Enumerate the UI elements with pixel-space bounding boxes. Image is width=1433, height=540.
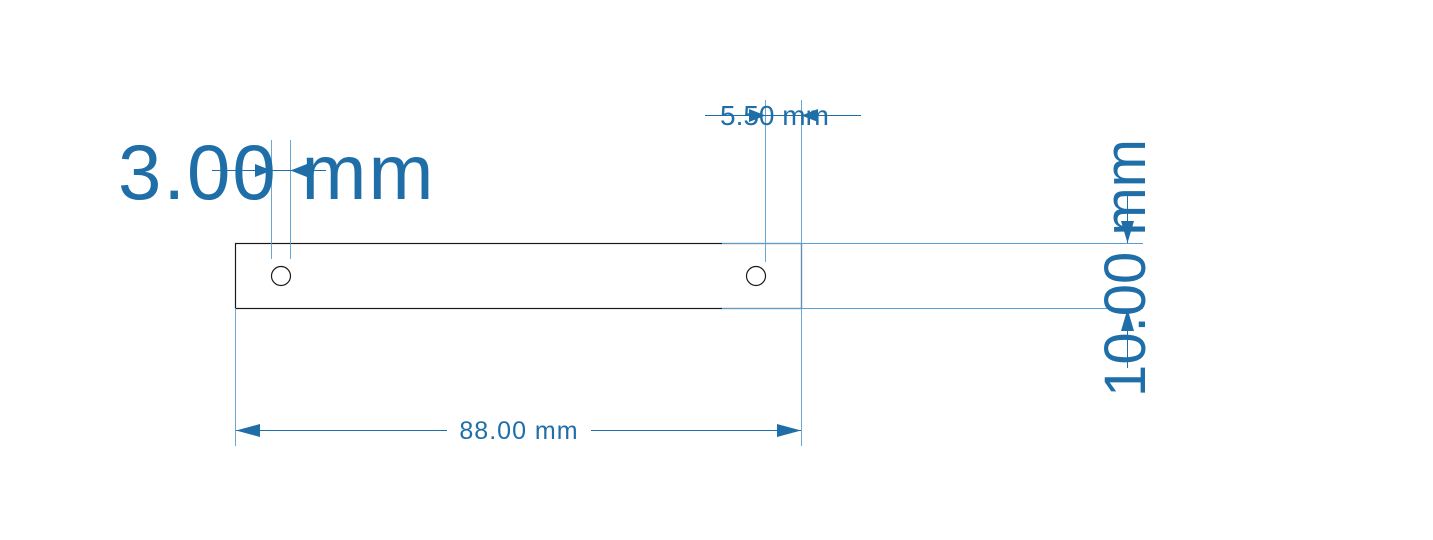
length-arrow-left (236, 424, 260, 437)
left-hole-label: 3.00 mm (118, 128, 435, 216)
length-arrow-right (777, 424, 801, 437)
right-mounting-hole (745, 265, 767, 287)
part (234, 242, 803, 310)
left-hole-arrow-inner (290, 164, 307, 177)
left-hole-dimension: 3.00 mm (118, 128, 435, 259)
right-hole-label: 5.50 mm (720, 100, 829, 131)
height-dimension: 10.00 mm (722, 139, 1158, 397)
length-dimension: 88.00 mm (235, 100, 802, 446)
right-hole-dimension: 5.50 mm (705, 100, 861, 262)
length-label-background (447, 414, 591, 446)
left-hole-arrow-outer (255, 164, 272, 177)
left-mounting-hole (270, 265, 292, 287)
plate-outline (234, 242, 803, 310)
height-arrow-top (1121, 221, 1134, 243)
height-label: 10.00 mm (1093, 139, 1158, 397)
right-hole-arrow-right (801, 109, 818, 122)
right-hole-arrow-left (749, 109, 766, 122)
height-arrow-bottom (1121, 309, 1134, 331)
length-label: 88.00 mm (459, 417, 578, 445)
